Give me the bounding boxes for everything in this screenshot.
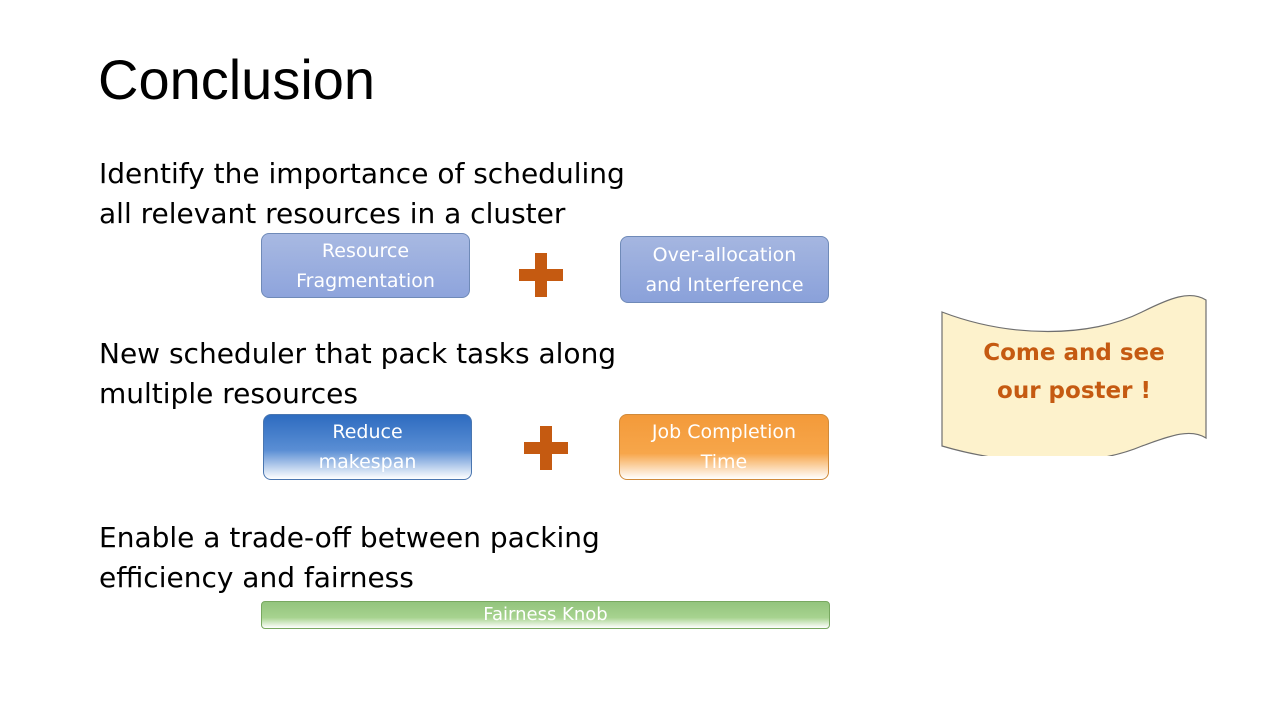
box-line: makespan [318,451,417,473]
plus-icon [519,253,563,297]
bullet-line: New scheduler that pack tasks along [99,337,617,370]
over-allocation-box: Over-allocation and Interference [620,236,829,303]
box-line: Fragmentation [296,269,435,292]
resource-fragmentation-box: Resource Fragmentation [261,233,470,298]
slide-title: Conclusion [98,48,376,111]
box-line: Resource [321,239,410,262]
box-line: Reduce [332,421,403,443]
reduce-makespan-box: Reduce makespan [263,414,472,480]
bullet-line: efficiency and fairness [99,561,414,594]
bullet-new-scheduler: New scheduler that pack tasks along mult… [99,334,699,414]
job-completion-time-box: Job Completion Time [619,414,829,480]
plus-icon [524,426,568,470]
box-line: Job Completion [651,421,797,443]
box-line: Time [700,451,748,473]
box-line: and Interference [645,273,804,296]
bullet-line: all relevant resources in a cluster [99,197,566,230]
knob-label: Fairness Knob [483,604,608,625]
poster-callout-text: Come and see our poster ! [940,334,1208,410]
poster-callout: Come and see our poster ! [940,286,1208,456]
bullet-line: Enable a trade-off between packing [99,521,600,554]
bullet-line: multiple resources [99,377,358,410]
bullet-trade-off: Enable a trade-off between packing effic… [99,518,699,598]
bullet-scheduling-importance: Identify the importance of scheduling al… [99,154,699,234]
bullet-line: Identify the importance of scheduling [99,157,625,190]
box-line: Over-allocation [652,243,797,266]
callout-line: our poster ! [997,378,1151,404]
fairness-knob-bar: Fairness Knob [261,601,830,629]
scroll-icon [941,294,1207,456]
callout-line: Come and see [983,340,1165,366]
